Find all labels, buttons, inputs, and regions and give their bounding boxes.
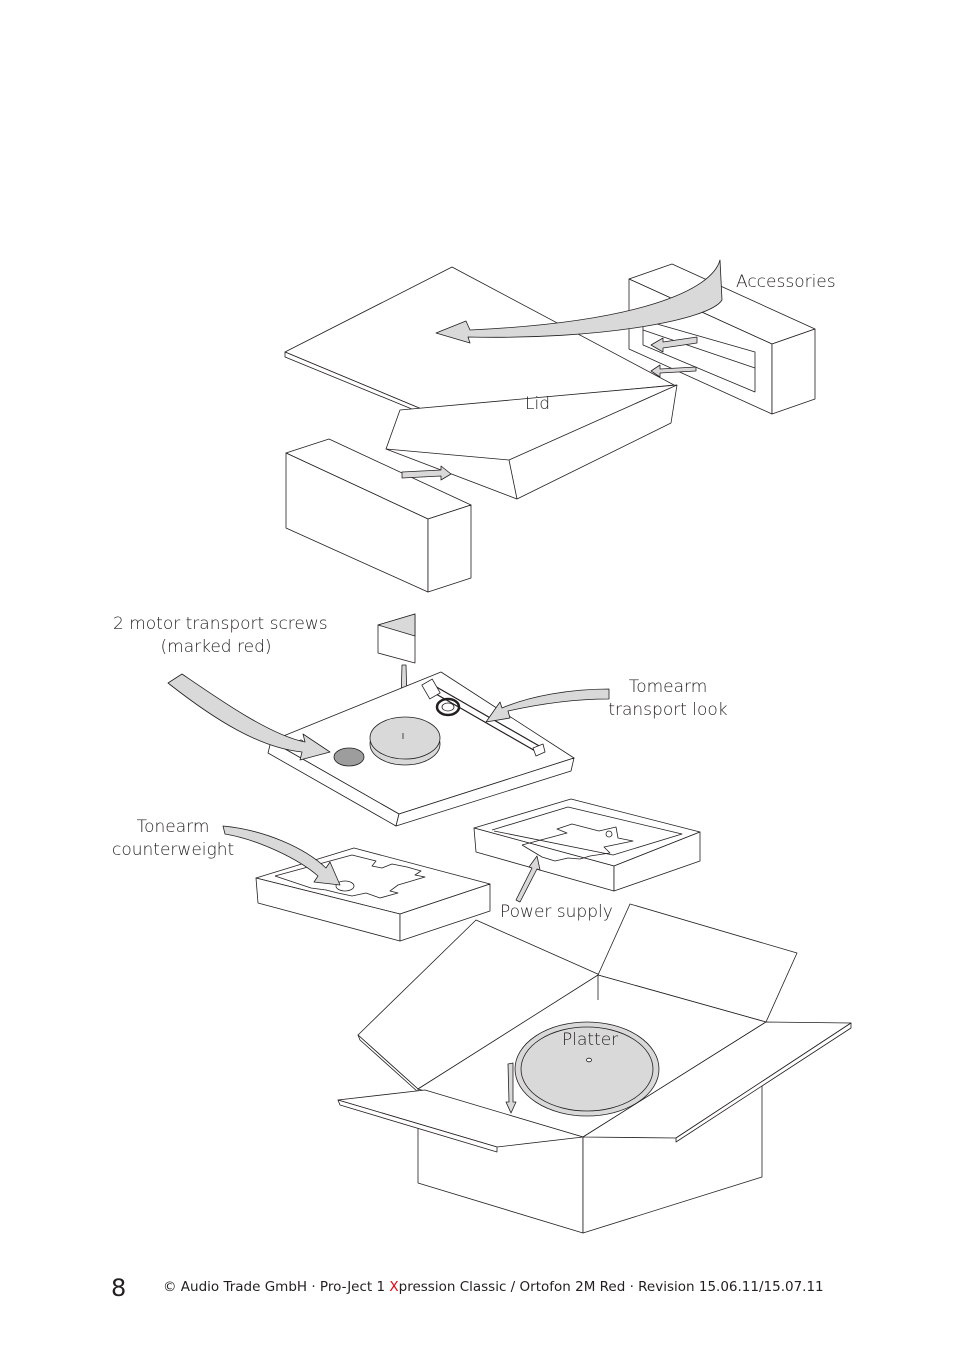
arrow-up-icon [515, 855, 541, 903]
arrow-small-icon [650, 364, 697, 378]
power-supply-label: Power supply [500, 902, 613, 922]
curved-arrow-icon [485, 688, 610, 723]
turntable [267, 671, 575, 827]
lid-foam-block [385, 384, 678, 500]
footer-text-before: © Audio Trade GmbH · Pro-Ject 1 [163, 1279, 390, 1295]
arrow-small-icon [401, 465, 452, 481]
counterweight-label: Tonearm counterweight [112, 816, 234, 862]
counterweight-label-line1: Tonearm [136, 817, 210, 837]
tonearm-lock-label: Tomearm transport look [606, 676, 730, 722]
curved-arrow-icon [222, 825, 341, 886]
foam-block-left [285, 438, 472, 593]
lid [284, 266, 675, 415]
counterweight-label-line2: counterweight [112, 840, 235, 860]
curved-arrow-icon [167, 673, 331, 761]
page-number: 8 [111, 1274, 127, 1302]
counterweight-foam-tray [255, 847, 491, 942]
motor-screws-label: 2 motor transport screws (marked red) [113, 613, 328, 659]
lid-label: Lid [525, 394, 550, 414]
power-supply-foam-tray [473, 798, 701, 892]
footer-copyright: © Audio Trade GmbH · Pro-Ject 1 Xpressio… [163, 1279, 824, 1295]
footer-text-after: pression Classic / Ortofon 2M Red · Revi… [398, 1279, 824, 1295]
tonearm-lock-label-line1: Tomearm [628, 677, 708, 697]
motor-screws-label-line1: 2 motor transport screws [113, 614, 328, 634]
accessories-label: Accessories [736, 272, 836, 292]
motor-screws-label-line2: (marked red) [160, 637, 272, 657]
platter-label: Platter [562, 1030, 619, 1050]
curved-arrow-icon [435, 259, 723, 344]
arrow-small-icon [650, 336, 698, 353]
footer-highlight: X [389, 1279, 399, 1295]
tonearm-lock-label-line2: transport look [608, 700, 728, 720]
small-foam-wedge [377, 613, 416, 664]
arrow-down-icon [505, 1062, 517, 1114]
cardboard-box [337, 903, 852, 1234]
